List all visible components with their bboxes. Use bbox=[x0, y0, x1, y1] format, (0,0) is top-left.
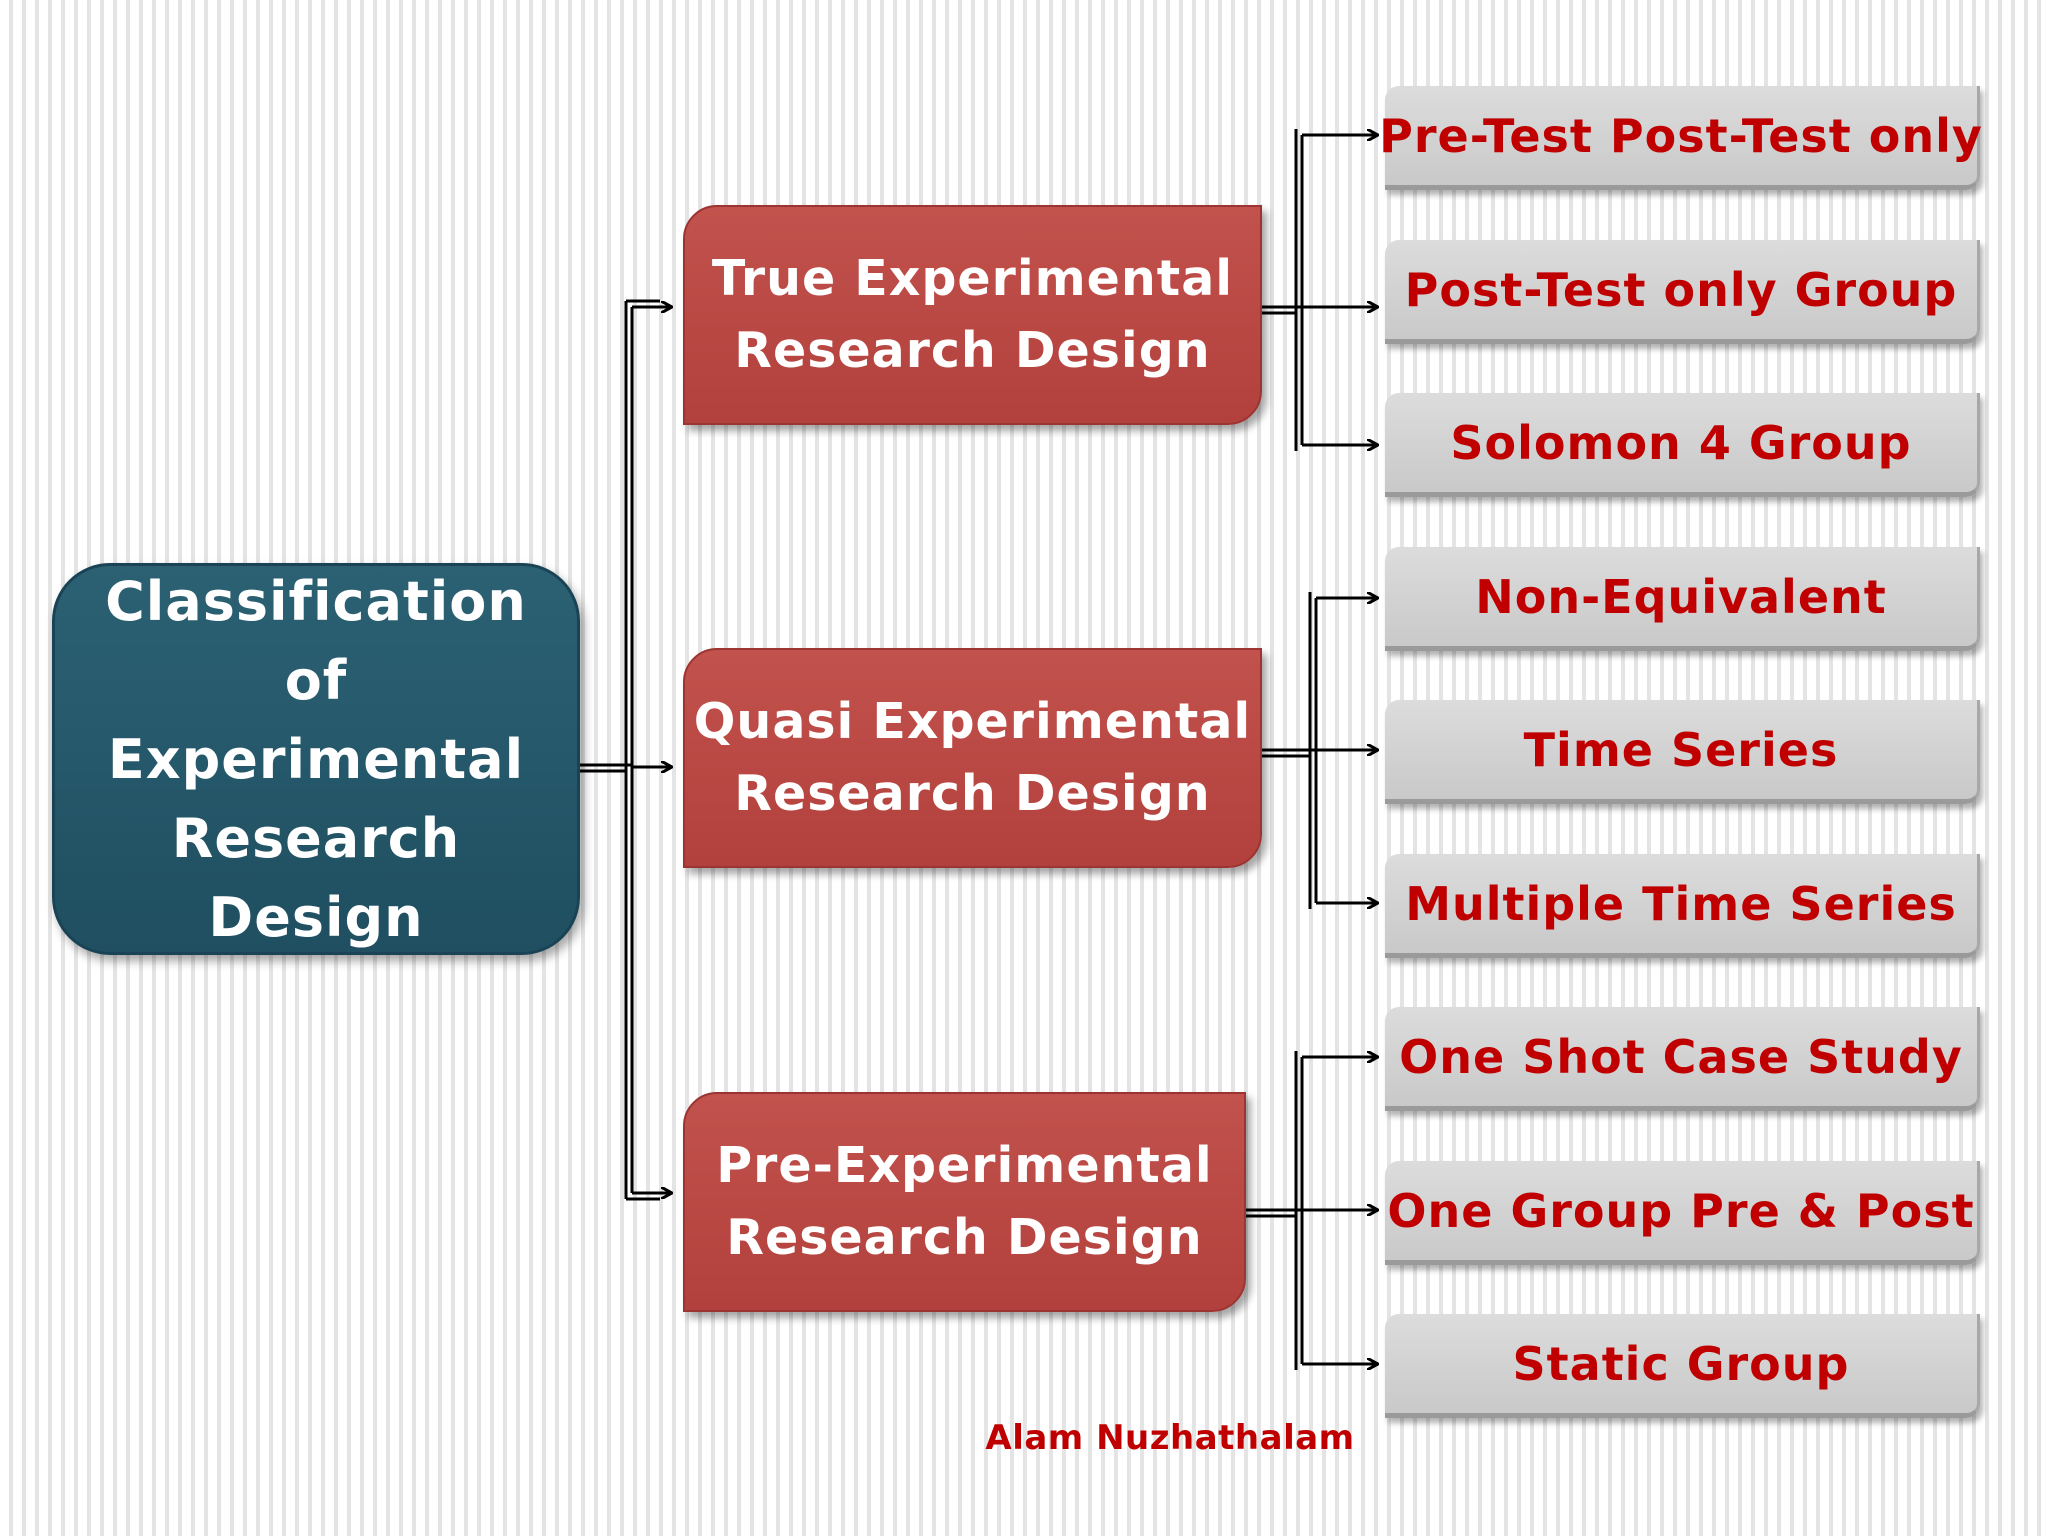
branch-node-quasi-experimental: Quasi Experimental Research Design bbox=[683, 648, 1262, 868]
leaf-label: Post-Test only Group bbox=[1404, 262, 1958, 317]
branch-label-line-2: Research Design bbox=[726, 1209, 1203, 1266]
branch-label-line-2: Research Design bbox=[734, 765, 1211, 822]
leaf-solomon-4-group: Solomon 4 Group bbox=[1385, 393, 1980, 497]
leaf-label: Static Group bbox=[1512, 1336, 1850, 1391]
leaf-static-group: Static Group bbox=[1385, 1314, 1980, 1418]
leaf-label: Pre-Test Post-Test only bbox=[1379, 108, 1983, 163]
root-line-4: Research Design bbox=[171, 806, 461, 949]
root-line-1: Classification bbox=[105, 569, 527, 633]
leaf-label: One Group Pre & Post bbox=[1387, 1183, 1975, 1238]
author-credit: Alam Nuzhathalam bbox=[985, 1418, 1355, 1458]
leaf-multiple-time-series: Multiple Time Series bbox=[1385, 854, 1980, 958]
branch-label-line-2: Research Design bbox=[734, 322, 1211, 379]
branch-node-true-experimental: True Experimental Research Design bbox=[683, 205, 1262, 425]
leaf-post-test-only-group: Post-Test only Group bbox=[1385, 240, 1980, 344]
leaf-label: Solomon 4 Group bbox=[1450, 415, 1912, 470]
leaf-label: Time Series bbox=[1523, 722, 1839, 777]
leaf-one-shot-case-study: One Shot Case Study bbox=[1385, 1007, 1980, 1111]
branch-label-line-1: Pre-Experimental bbox=[716, 1137, 1213, 1194]
leaf-label: One Shot Case Study bbox=[1399, 1029, 1963, 1084]
branch-label-line-1: Quasi Experimental bbox=[693, 693, 1252, 750]
leaf-label: Multiple Time Series bbox=[1405, 876, 1957, 931]
root-node-classification: Classification of Experimental Research … bbox=[52, 563, 580, 955]
leaf-time-series: Time Series bbox=[1385, 700, 1980, 804]
leaf-pre-test-post-test-only: Pre-Test Post-Test only bbox=[1379, 86, 1982, 190]
root-line-3: Experimental bbox=[107, 727, 525, 791]
branch-node-pre-experimental: Pre-Experimental Research Design bbox=[683, 1092, 1246, 1312]
branch-label-line-1: True Experimental bbox=[711, 250, 1234, 307]
leaf-one-group-pre-and-post: One Group Pre & Post bbox=[1385, 1161, 1980, 1265]
leaf-non-equivalent: Non-Equivalent bbox=[1385, 547, 1980, 651]
root-line-2: of bbox=[284, 648, 348, 712]
leaf-label: Non-Equivalent bbox=[1475, 569, 1887, 624]
